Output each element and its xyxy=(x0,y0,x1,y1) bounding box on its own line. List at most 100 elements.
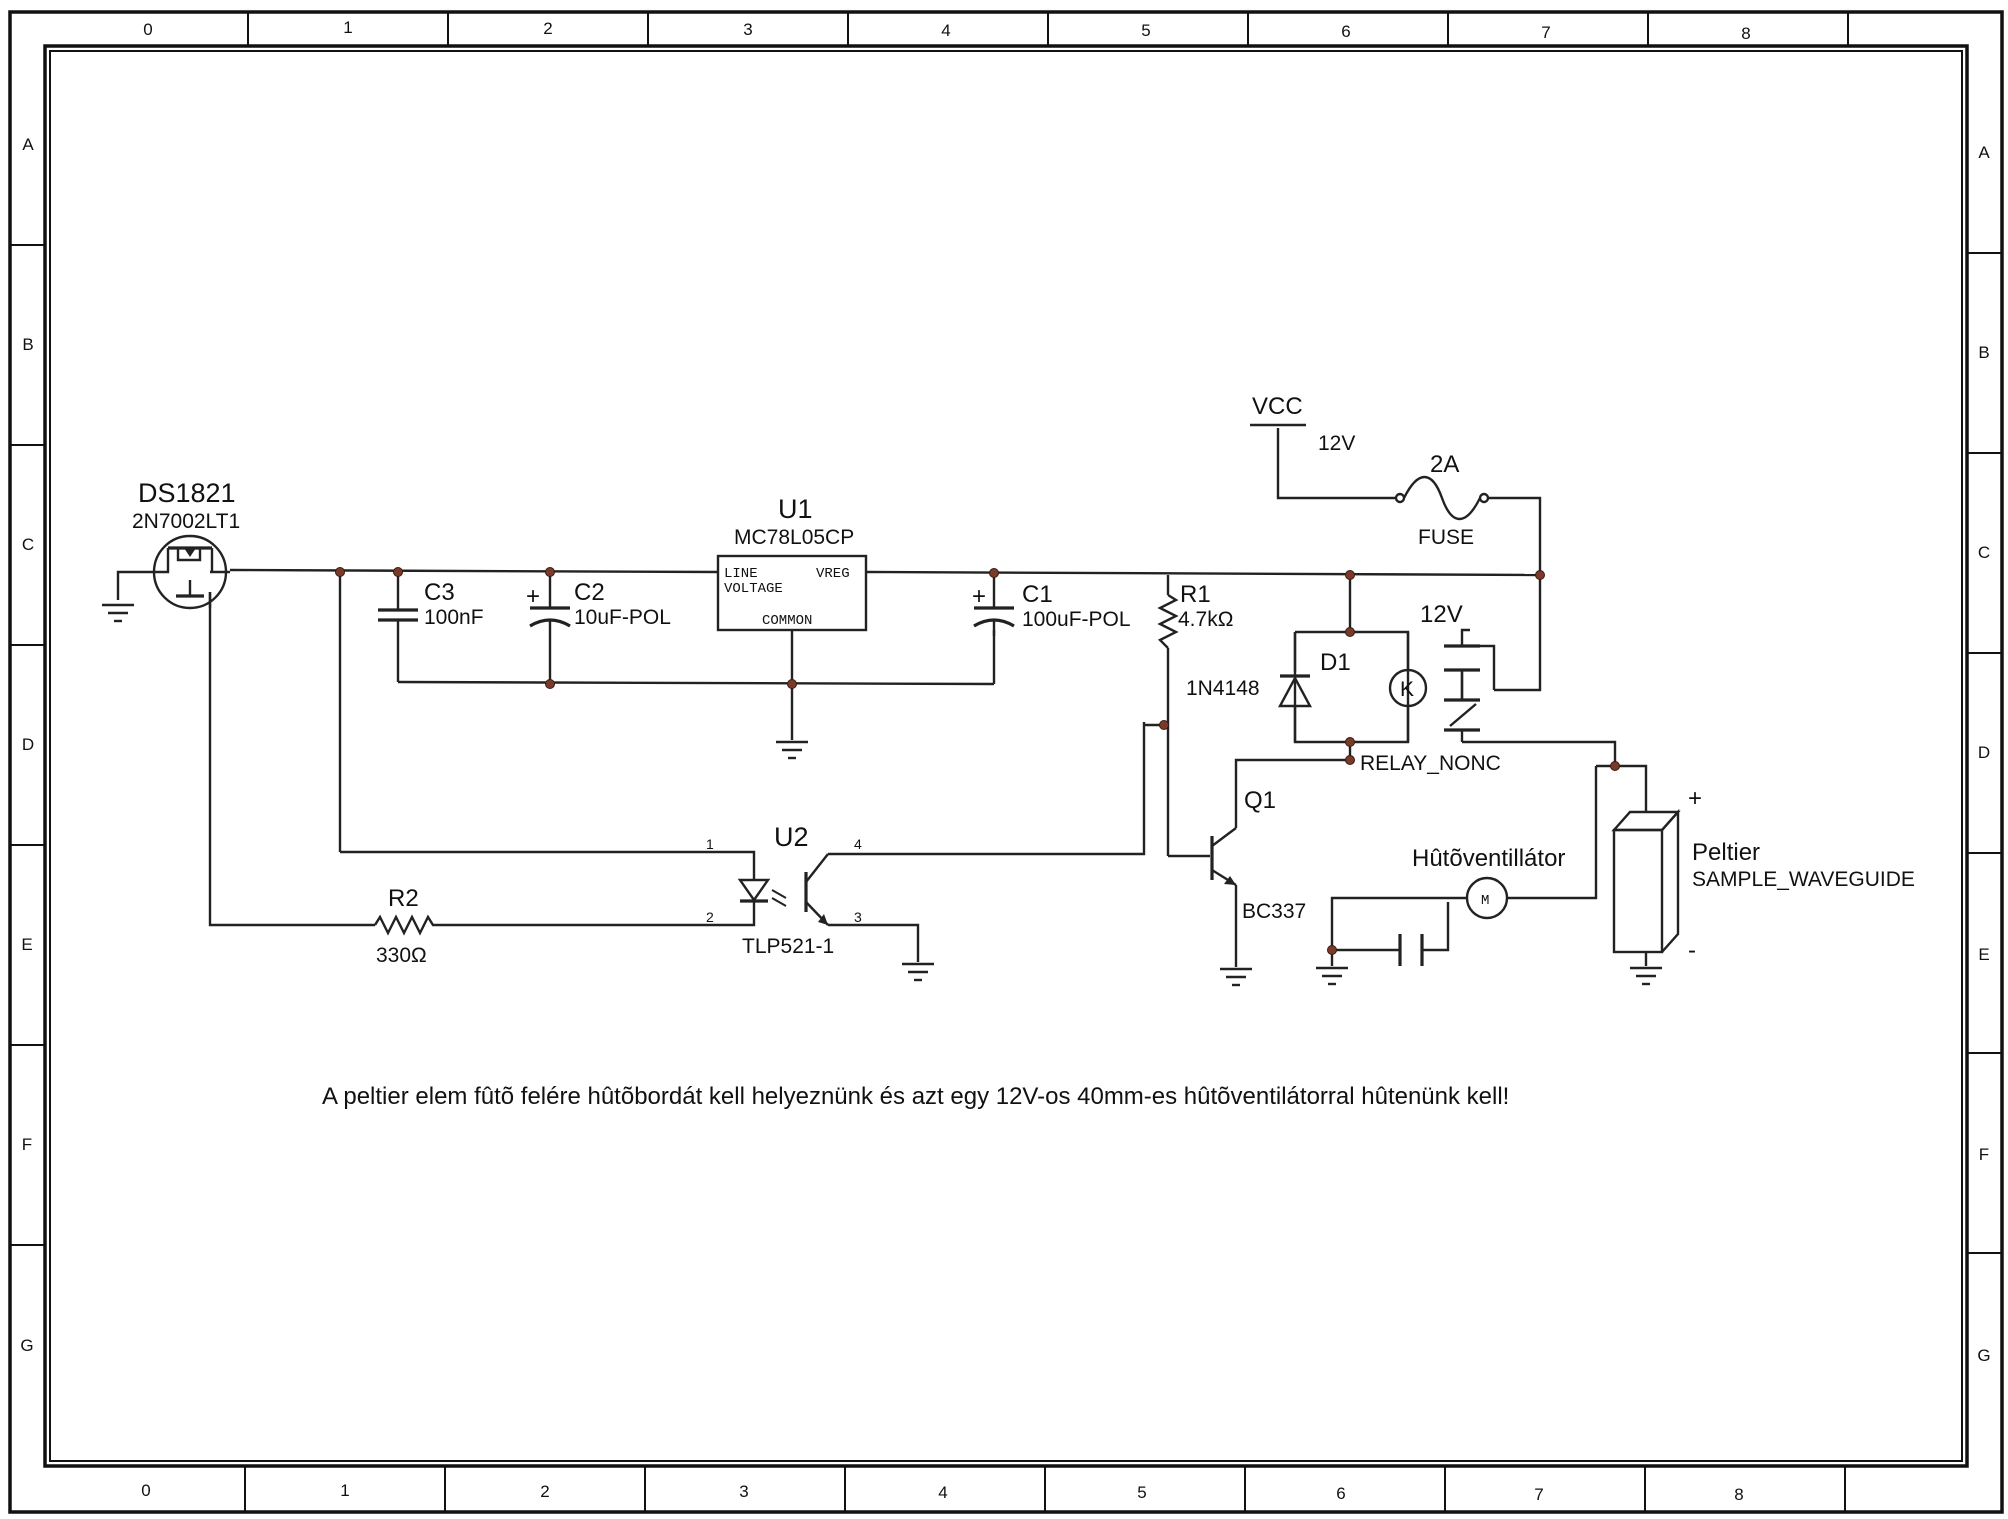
ground-symbol xyxy=(776,740,808,760)
fuse-name: FUSE xyxy=(1418,526,1474,549)
row-label-left: G xyxy=(20,1336,33,1355)
c2-polarity: + xyxy=(526,583,540,610)
fan-motor: M Hûtõventillátor xyxy=(1398,845,1565,966)
drawing-frame: 0 1 2 3 4 5 6 7 8 0 1 2 3 4 5 6 7 8 A B … xyxy=(8,10,2004,1514)
u2-pin4: 4 xyxy=(854,836,862,852)
col-label-bottom: 5 xyxy=(1137,1483,1146,1502)
ground-symbol xyxy=(1316,966,1348,986)
u2-value: TLP521-1 xyxy=(742,935,834,958)
d1-value: 1N4148 xyxy=(1186,677,1260,700)
col-label-top: 4 xyxy=(941,21,950,40)
u2-pin3: 3 xyxy=(854,909,862,925)
col-label-top: 7 xyxy=(1541,23,1550,42)
peltier-plus: + xyxy=(1688,785,1702,812)
col-label-top: 5 xyxy=(1141,21,1150,40)
col-label-bottom: 4 xyxy=(938,1483,947,1502)
col-label-top: 0 xyxy=(143,20,152,39)
peltier-element: + - Peltier SAMPLE_WAVEGUIDE xyxy=(1611,785,1915,964)
row-label-right: E xyxy=(1978,945,1989,964)
transistor-q1: Q1 BC337 xyxy=(1210,787,1306,923)
q1-ref: Q1 xyxy=(1244,787,1276,814)
row-label-left: B xyxy=(22,335,33,354)
row-label-left: E xyxy=(21,935,32,954)
c1-polarity: + xyxy=(972,583,986,610)
row-label-right: D xyxy=(1978,743,1990,762)
resistor-r1: R1 4.7kΩ xyxy=(1157,581,1233,649)
col-label-bottom: 0 xyxy=(141,1481,150,1500)
c3-ref: C3 xyxy=(424,579,455,606)
ground-symbol xyxy=(902,962,934,982)
u2-ref: U2 xyxy=(774,822,809,852)
fan-name: Hûtõventillátor xyxy=(1412,845,1565,872)
row-label-right: C xyxy=(1978,543,1990,562)
c2-ref: C2 xyxy=(574,579,605,606)
col-label-top: 2 xyxy=(543,19,552,38)
col-label-bottom: 1 xyxy=(340,1481,349,1500)
u2-pin2: 2 xyxy=(706,909,714,925)
ground-symbol xyxy=(1630,966,1662,986)
regulator-u1: LINE VOLTAGE VREG COMMON U1 MC78L05CP xyxy=(716,494,868,632)
u2-pin1: 1 xyxy=(706,836,714,852)
col-label-top: 1 xyxy=(343,18,352,37)
u1-ref: U1 xyxy=(778,494,813,524)
relay-contacts: 12V RELAY_NONC xyxy=(1360,601,1501,775)
row-label-right: A xyxy=(1978,143,1990,162)
diode-d1: D1 1N4148 xyxy=(1186,649,1351,708)
capacitor-c2: + C2 10uF-POL xyxy=(526,579,671,636)
col-label-top: 8 xyxy=(1741,24,1750,43)
design-note: A peltier elem fûtõ felére hûtõbordát ke… xyxy=(322,1083,1509,1110)
wires xyxy=(116,428,1648,967)
row-label-right: B xyxy=(1978,343,1989,362)
col-label-bottom: 2 xyxy=(540,1482,549,1501)
r1-ref: R1 xyxy=(1180,581,1211,608)
capacitor-c1: + C1 100uF-POL xyxy=(972,581,1131,636)
resistor-r2: R2 330Ω xyxy=(373,885,438,967)
col-label-top: 6 xyxy=(1341,22,1350,41)
r1-value: 4.7kΩ xyxy=(1178,608,1233,631)
c1-ref: C1 xyxy=(1022,581,1053,608)
col-label-bottom: 7 xyxy=(1534,1485,1543,1504)
u1-pin-common: COMMON xyxy=(762,613,812,629)
fan-symbol: M xyxy=(1481,893,1489,909)
col-label-bottom: 8 xyxy=(1734,1485,1743,1504)
ds1821-mosfet: DS1821 2N7002LT1 xyxy=(132,478,240,610)
d1-ref: D1 xyxy=(1320,649,1351,676)
relay-coil-label: K xyxy=(1400,678,1414,701)
junction-dots xyxy=(335,567,1620,955)
vcc-ref: VCC xyxy=(1252,393,1303,420)
ds1821-value: 2N7002LT1 xyxy=(132,510,240,533)
u1-pin-line: LINE xyxy=(724,566,758,582)
row-label-right: G xyxy=(1977,1346,1990,1365)
row-label-left: A xyxy=(22,135,34,154)
c2-value: 10uF-POL xyxy=(574,606,671,629)
u1-value: MC78L05CP xyxy=(734,526,854,549)
col-label-bottom: 3 xyxy=(739,1482,748,1501)
relay-coil: K xyxy=(1388,668,1428,708)
relay-name: RELAY_NONC xyxy=(1360,752,1501,775)
fuse-rating: 2A xyxy=(1430,451,1459,478)
col-label-top: 3 xyxy=(743,20,752,39)
u1-pin-voltage: VOLTAGE xyxy=(724,581,783,597)
vcc-value: 12V xyxy=(1318,432,1355,455)
peltier-minus: - xyxy=(1688,937,1696,964)
c3-value: 100nF xyxy=(424,606,484,629)
row-label-left: F xyxy=(22,1135,32,1154)
row-label-right: F xyxy=(1979,1145,1989,1164)
ground-symbol xyxy=(1220,967,1252,987)
q1-value: BC337 xyxy=(1242,900,1306,923)
row-label-left: C xyxy=(22,535,34,554)
peltier-value: SAMPLE_WAVEGUIDE xyxy=(1692,868,1915,891)
r2-value: 330Ω xyxy=(376,944,427,967)
capacitor-c3: C3 100nF xyxy=(378,579,484,630)
ds1821-ref: DS1821 xyxy=(138,478,236,508)
u1-pin-vreg: VREG xyxy=(816,566,850,582)
relay-voltage: 12V xyxy=(1420,601,1463,628)
r2-ref: R2 xyxy=(388,885,419,912)
ground-symbol xyxy=(102,603,134,623)
col-label-bottom: 6 xyxy=(1336,1484,1345,1503)
vcc-source: VCC 12V xyxy=(1250,393,1355,455)
row-label-left: D xyxy=(22,735,34,754)
fuse: 2A FUSE xyxy=(1394,451,1490,549)
peltier-ref: Peltier xyxy=(1692,839,1760,866)
